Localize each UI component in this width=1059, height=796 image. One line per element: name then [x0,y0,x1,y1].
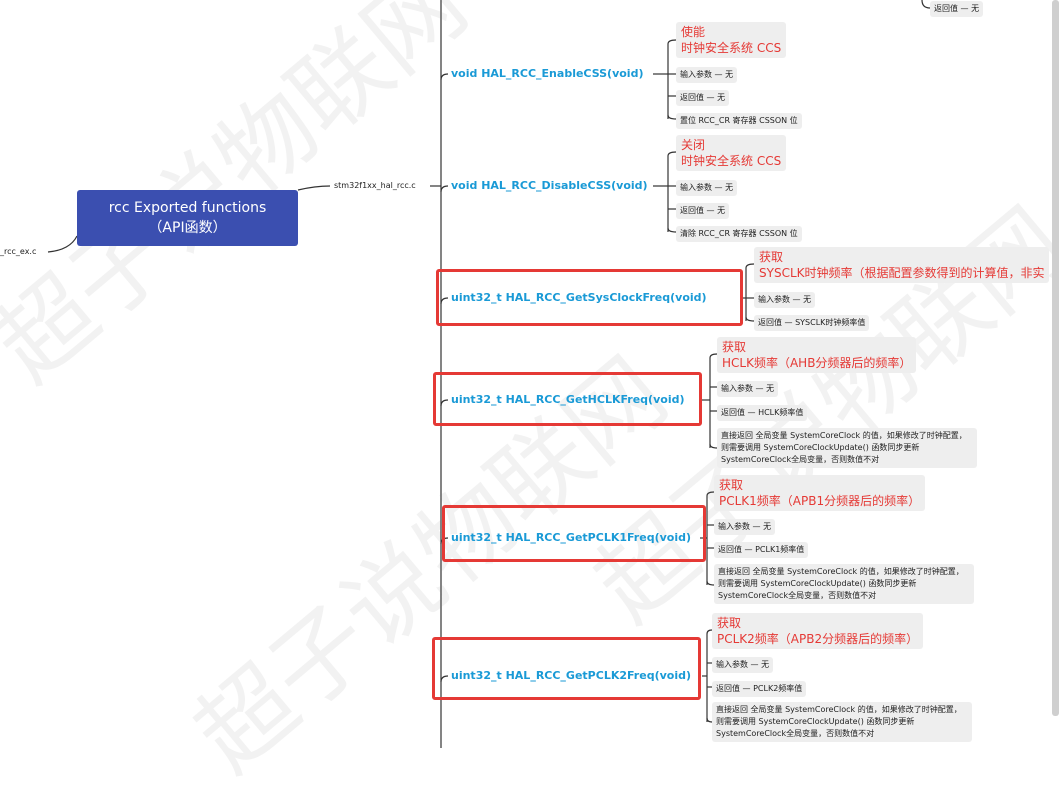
function-node-disable-css[interactable]: void HAL_RCC_DisableCSS(void) [451,179,648,192]
function-node-get-sysclock-freq[interactable]: uint32_t HAL_RCC_GetSysClockFreq(void) [451,291,707,304]
leaf-return-description[interactable]: 直接返回 全局变量 SystemCoreClock 的值，如果修改了时钟配置，则… [712,702,972,742]
central-topic[interactable]: rcc Exported functions （API函数） [77,190,298,246]
function-description: 获取 SYSCLK时钟频率（根据配置参数得到的计算值，非实 [754,247,1049,283]
leaf-input-params[interactable]: 输入参数 — 无 [714,519,776,535]
leaf-register-note[interactable]: 置位 RCC_CR 寄存器 CSSON 位 [676,113,802,129]
highlight-box [432,637,701,700]
function-node-enable-css[interactable]: void HAL_RCC_EnableCSS(void) [451,67,644,80]
leaf-return-value[interactable]: 返回值 — 无 [676,90,730,106]
function-description: 获取 PCLK1频率（APB1分频器后的频率） [714,475,926,511]
vertical-scrollbar[interactable] [1052,0,1059,716]
function-description: 获取 PCLK2频率（APB2分频器后的频率） [712,613,924,649]
central-topic-title: rcc Exported functions [108,200,267,216]
leaf-input-params[interactable]: 输入参数 — 无 [712,657,774,673]
function-description: 获取 HCLK频率（AHB分频器后的频率） [717,337,917,373]
leaf-return-value[interactable]: 返回值 — SYSCLK时钟频率值 [754,315,870,331]
leaf-input-params[interactable]: 输入参数 — 无 [717,381,779,397]
leaf-input-params[interactable]: 输入参数 — 无 [676,180,738,196]
file-node-hal-rcc[interactable]: stm32f1xx_hal_rcc.c [334,181,416,190]
function-node-get-pclk2-freq[interactable]: uint32_t HAL_RCC_GetPCLK2Freq(void) [451,669,691,682]
leaf-input-params[interactable]: 输入参数 — 无 [676,67,738,83]
file-node-rcc-ex[interactable]: _rcc_ex.c [0,247,37,256]
function-node-get-hclk-freq[interactable]: uint32_t HAL_RCC_GetHCLKFreq(void) [451,393,685,406]
leaf-return-value[interactable]: 返回值 — 无 [930,1,984,17]
highlight-box [436,269,743,326]
leaf-return-value[interactable]: 返回值 — PCLK2频率值 [712,681,807,697]
leaf-return-value[interactable]: 返回值 — PCLK1频率值 [714,542,809,558]
highlight-box [442,505,706,562]
function-node-get-pclk1-freq[interactable]: uint32_t HAL_RCC_GetPCLK1Freq(void) [451,531,691,544]
central-topic-subtitle: （API函数） [148,220,227,236]
highlight-box [433,372,702,426]
leaf-register-note[interactable]: 清除 RCC_CR 寄存器 CSSON 位 [676,226,802,242]
leaf-input-params[interactable]: 输入参数 — 无 [754,292,816,308]
leaf-return-description[interactable]: 直接返回 全局变量 SystemCoreClock 的值，如果修改了时钟配置，则… [717,428,977,468]
function-description: 关闭 时钟安全系统 CCS [676,135,787,171]
leaf-return-description[interactable]: 直接返回 全局变量 SystemCoreClock 的值，如果修改了时钟配置，则… [714,564,974,604]
function-description: 使能 时钟安全系统 CCS [676,22,787,58]
leaf-return-value[interactable]: 返回值 — 无 [676,203,730,219]
leaf-return-value[interactable]: 返回值 — HCLK频率值 [717,405,808,421]
